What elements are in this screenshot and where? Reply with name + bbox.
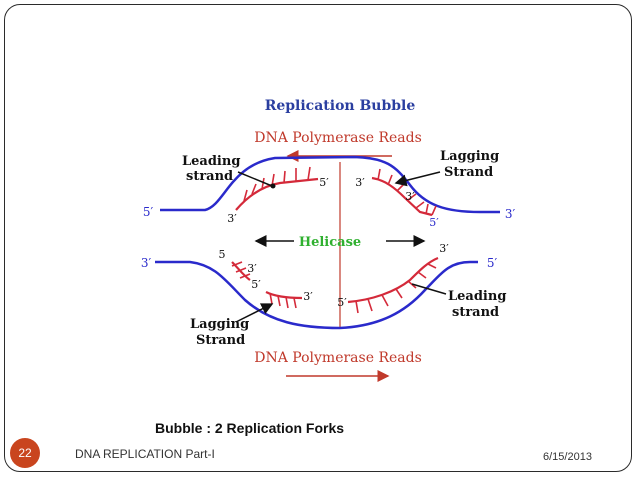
bottom-left-new-strand [231,261,251,281]
top-left-5-end: 5′ [143,205,154,219]
bottom-mid-5-end: 5′ [337,296,347,309]
slide-caption: Bubble : 2 Replication Forks [155,420,345,436]
top-left-label-pointer [237,171,273,187]
bottom-left-3c-end: 3′ [303,290,313,303]
bottom-left-3-end: 3′ [141,256,152,270]
bottom-left-primer-ticks [231,261,251,279]
bottom-left-5-end: 5 [219,248,226,261]
bottom-left-strand-label: Lagging Strand [190,317,254,348]
top-mid-3-end: 3′ [355,176,365,189]
top-left-primer-ticks [243,166,311,202]
bottom-right-new-strand [347,256,439,304]
bottom-left-3b-end: 3′ [247,262,257,275]
top-right-5-end: 5′ [429,216,439,229]
bottom-left-primer-ticks-2 [269,292,297,309]
top-right-strand-label: Lagging Strand [440,149,504,180]
bottom-right-3-end: 3′ [439,242,449,255]
polymerase-reads-bottom-label: DNA Polymerase Reads [254,350,422,366]
top-left-strand-label: Leading strand [182,154,245,184]
bottom-parent-strand [155,260,478,330]
slide-number-badge: 22 [10,438,40,468]
polymerase-reads-top-label: DNA Polymerase Reads [254,130,422,146]
top-left-new-strand [235,177,319,211]
bottom-left-new-strand-2 [265,291,303,300]
helicase-label: Helicase [299,235,361,250]
bottom-right-strand-label: Leading strand [448,289,511,320]
footer-date: 6/15/2013 [543,451,592,463]
top-left-3-end: 3′ [227,212,237,225]
top-right-primer-ticks [377,168,437,216]
top-right-3-end: 3′ [505,207,516,221]
diagram-title: Replication Bubble [265,98,416,114]
bottom-left-5b-end: 5′ [251,278,261,291]
top-left-pointer-dot [270,183,276,189]
top-parent-strand [160,155,500,214]
top-right-label-pointer [394,171,441,187]
bottom-left-label-pointer [235,303,274,323]
bottom-right-5-end: 5′ [487,256,498,270]
top-right-inner-3-end: 3′ [405,190,415,203]
slide-frame [4,4,632,472]
bottom-right-label-pointer [411,283,447,295]
top-right-new-strand [371,176,433,217]
footer-title: DNA REPLICATION Part-I [75,447,215,461]
top-mid-5-end: 5′ [319,176,329,189]
